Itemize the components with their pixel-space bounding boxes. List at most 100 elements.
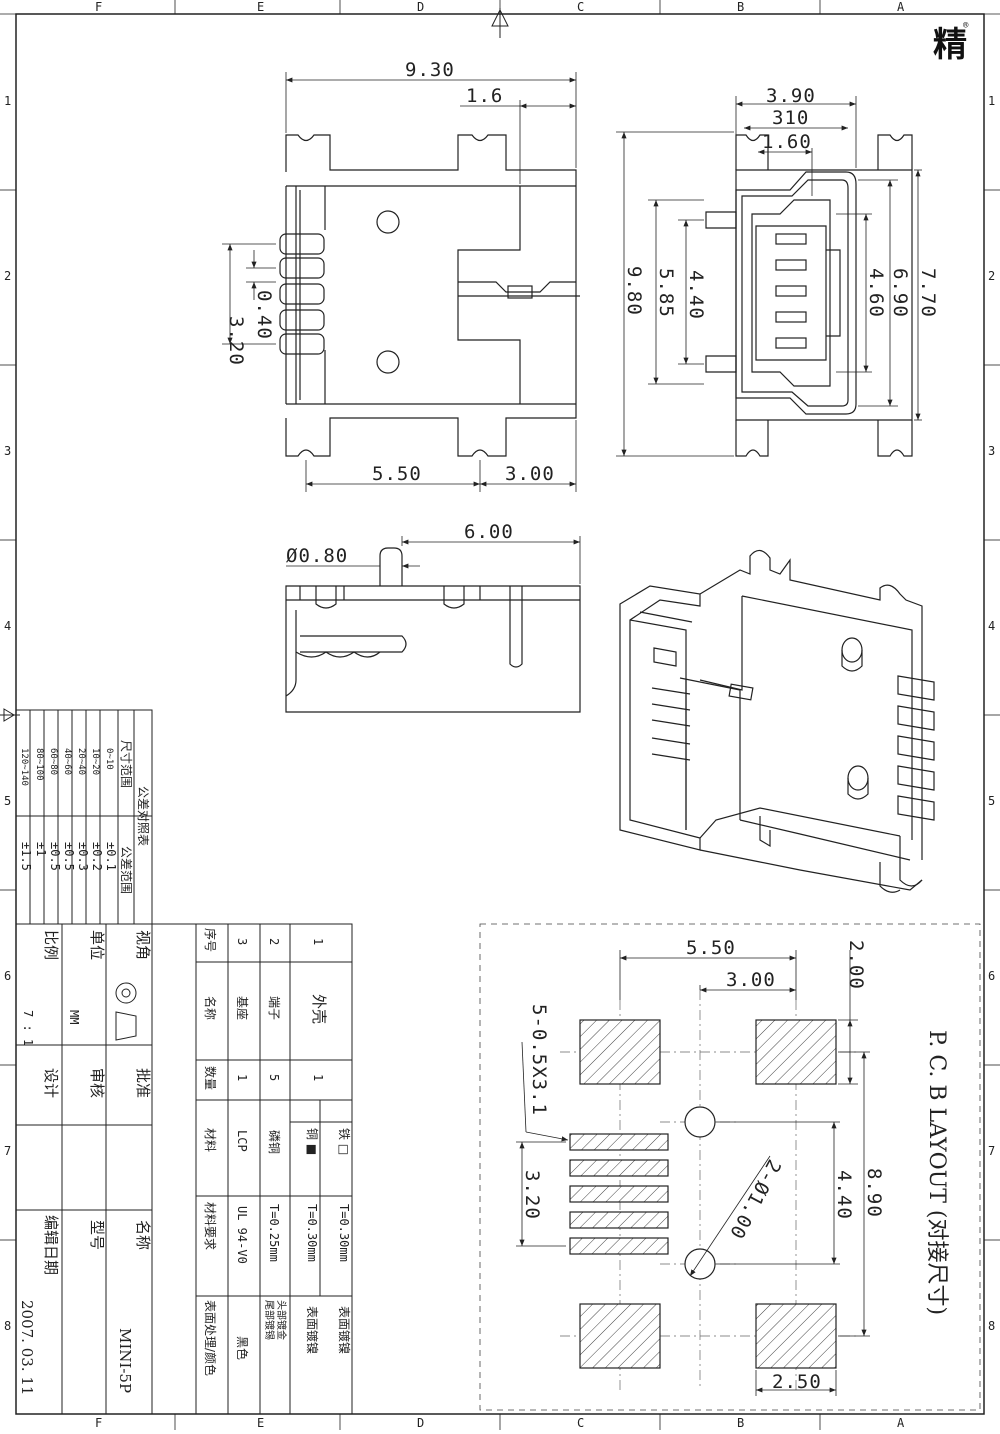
bom-row-material-a: 铁 □ — [337, 1128, 351, 1155]
bom-row-mat-req-a: T=0.30mm — [337, 1204, 351, 1262]
bom-row-finish-b: 尾部镀锡 — [263, 1300, 276, 1340]
zone-number-right: 5 — [988, 794, 995, 808]
center-marker-left — [0, 708, 20, 722]
dim-overall-height: 9.80 — [623, 266, 645, 316]
zone-number-left: 4 — [4, 619, 11, 633]
bom-row-name: 基座 — [235, 996, 250, 1020]
bom-row-no: 3 — [235, 938, 249, 945]
tolerance-range: 20~40 — [76, 748, 86, 775]
dim-body-height: 7.70 — [917, 268, 939, 318]
bom-header-mat-req: 材料要求 — [203, 1202, 217, 1250]
review-label: 审核 — [88, 1068, 106, 1098]
tolerance-range: 60~80 — [48, 748, 58, 775]
model-label: 型号 — [88, 1220, 106, 1250]
approve-label: 批准 — [134, 1068, 152, 1098]
bom-row-qty: 1 — [235, 1074, 249, 1081]
zone-number-left: 8 — [4, 1319, 11, 1333]
pcb-dim-total-span: 8.90 — [863, 1168, 885, 1218]
zone-letter-top: E — [257, 0, 264, 14]
zone-number-left: 5 — [4, 794, 11, 808]
title-block-text: 视角 单位 MM 比例 7 : 1 批准 审核 设计 名称 型号 MINI-5P… — [18, 928, 351, 1395]
zone-letter-bottom: B — [737, 1416, 744, 1430]
model-value: MINI-5P — [116, 1328, 134, 1393]
tolerance-title: 公差对照表 — [136, 786, 150, 846]
tolerance-range: 80~100 — [34, 748, 44, 781]
center-marker-top — [491, 8, 509, 38]
zone-number-left: 7 — [4, 1144, 11, 1158]
tolerance-col-tol: 公差范围 — [119, 846, 133, 894]
bom-row-material: 磷铜 — [267, 1130, 282, 1154]
dim-post-dia: Ø0.80 — [286, 545, 348, 567]
brand-mark: 精 — [933, 25, 967, 65]
zone-number-right: 7 — [988, 1144, 995, 1158]
tolerance-range: 0~10 — [104, 748, 114, 770]
pcb-dim-pad-height: 2.00 — [845, 940, 867, 990]
zone-number-right: 1 — [988, 94, 995, 108]
dim-cavity-height: 4.60 — [865, 268, 887, 318]
view-angle-label: 视角 — [134, 930, 152, 960]
front-view-dims — [616, 96, 922, 457]
zone-number-left: 2 — [4, 269, 11, 283]
dim-peg-span: 5.85 — [655, 268, 677, 318]
unit-label: 单位 — [88, 930, 106, 960]
zone-number-right: 8 — [988, 1319, 995, 1333]
dim-mid-width: 310 — [772, 107, 809, 129]
isometric-view — [619, 549, 935, 893]
bom-row-name: 端子 — [267, 996, 281, 1020]
zone-letter-bottom: D — [417, 1416, 424, 1430]
bom-header-no: 序号 — [203, 928, 218, 952]
pcb-dim-width-inner: 3.00 — [726, 969, 776, 991]
dim-pin-span: 3.20 — [225, 316, 247, 366]
tolerance-table-text: 公差对照表 尺寸范围 公差范围 0~10 10~20 20~40 40~60 6… — [19, 740, 150, 894]
unit-value: MM — [67, 1010, 81, 1024]
zone-number-right: 3 — [988, 444, 995, 458]
tolerance-value: ±0.1 — [104, 842, 118, 871]
zone-number-left: 1 — [4, 94, 11, 108]
date-label: 编辑日期 — [42, 1215, 60, 1275]
dim-overall-width: 9.30 — [405, 59, 455, 81]
pcb-dim-pin-span: 3.20 — [521, 1170, 543, 1220]
zone-letter-top: F — [95, 0, 102, 14]
dim-outer-width: 3.90 — [766, 85, 816, 107]
bom-row-material: LCP — [235, 1130, 249, 1152]
tolerance-range: 10~20 — [90, 748, 100, 775]
bom-row-name: 外壳 — [310, 994, 328, 1024]
bom-row-qty: 1 — [311, 1074, 325, 1081]
tolerance-range: 40~60 — [62, 748, 72, 775]
dim-inner-height: 4.40 — [685, 270, 707, 320]
tolerance-col-range: 尺寸范围 — [119, 740, 133, 788]
bom-row-mat-req-b: T=0.30mm — [305, 1204, 319, 1262]
bom-header-qty: 数量 — [203, 1066, 218, 1090]
dim-side-depth: 6.00 — [464, 521, 514, 543]
scale-value: 7 : 1 — [21, 1010, 35, 1046]
pcb-dims — [516, 950, 870, 1396]
zone-letter-top: B — [737, 0, 744, 14]
dim-front-depth: 5.50 — [372, 463, 422, 485]
dim-rear-depth: 3.00 — [505, 463, 555, 485]
side-view — [285, 547, 581, 713]
brand-registered: ® — [963, 21, 969, 31]
tolerance-value: ±0.2 — [90, 842, 104, 871]
dim-inner-width: 1.60 — [762, 131, 812, 153]
pcb-pads — [569, 1019, 837, 1369]
bom-row-finish-a: 表面镀镍 — [337, 1306, 351, 1354]
tolerance-value: ±0.3 — [76, 842, 90, 871]
tolerance-value: ±0.5 — [48, 842, 62, 871]
zone-letter-bottom: E — [257, 1416, 264, 1430]
bom-row-finish-a: 头部镀金 — [275, 1300, 288, 1340]
tolerance-value: ±1 — [34, 842, 48, 856]
bom-row-finish-b: 表面镀镍 — [305, 1306, 319, 1354]
scale-label: 比例 — [42, 930, 60, 960]
pcb-dim-pad-width: 2.50 — [772, 1371, 822, 1393]
top-view-dim-labels: 9.30 1.6 3.20 0.40 5.50 3.00 — [225, 59, 555, 485]
zone-number-left: 3 — [4, 444, 11, 458]
pcb-dim-width-outer: 5.50 — [686, 937, 736, 959]
zone-number-right: 4 — [988, 619, 995, 633]
front-view — [705, 134, 913, 457]
tolerance-value: ±0.5 — [62, 842, 76, 871]
design-label: 设计 — [42, 1068, 60, 1098]
dim-pin-pitch: 0.40 — [253, 290, 275, 340]
bom-row-mat-req: UL 94-V0 — [235, 1206, 249, 1264]
